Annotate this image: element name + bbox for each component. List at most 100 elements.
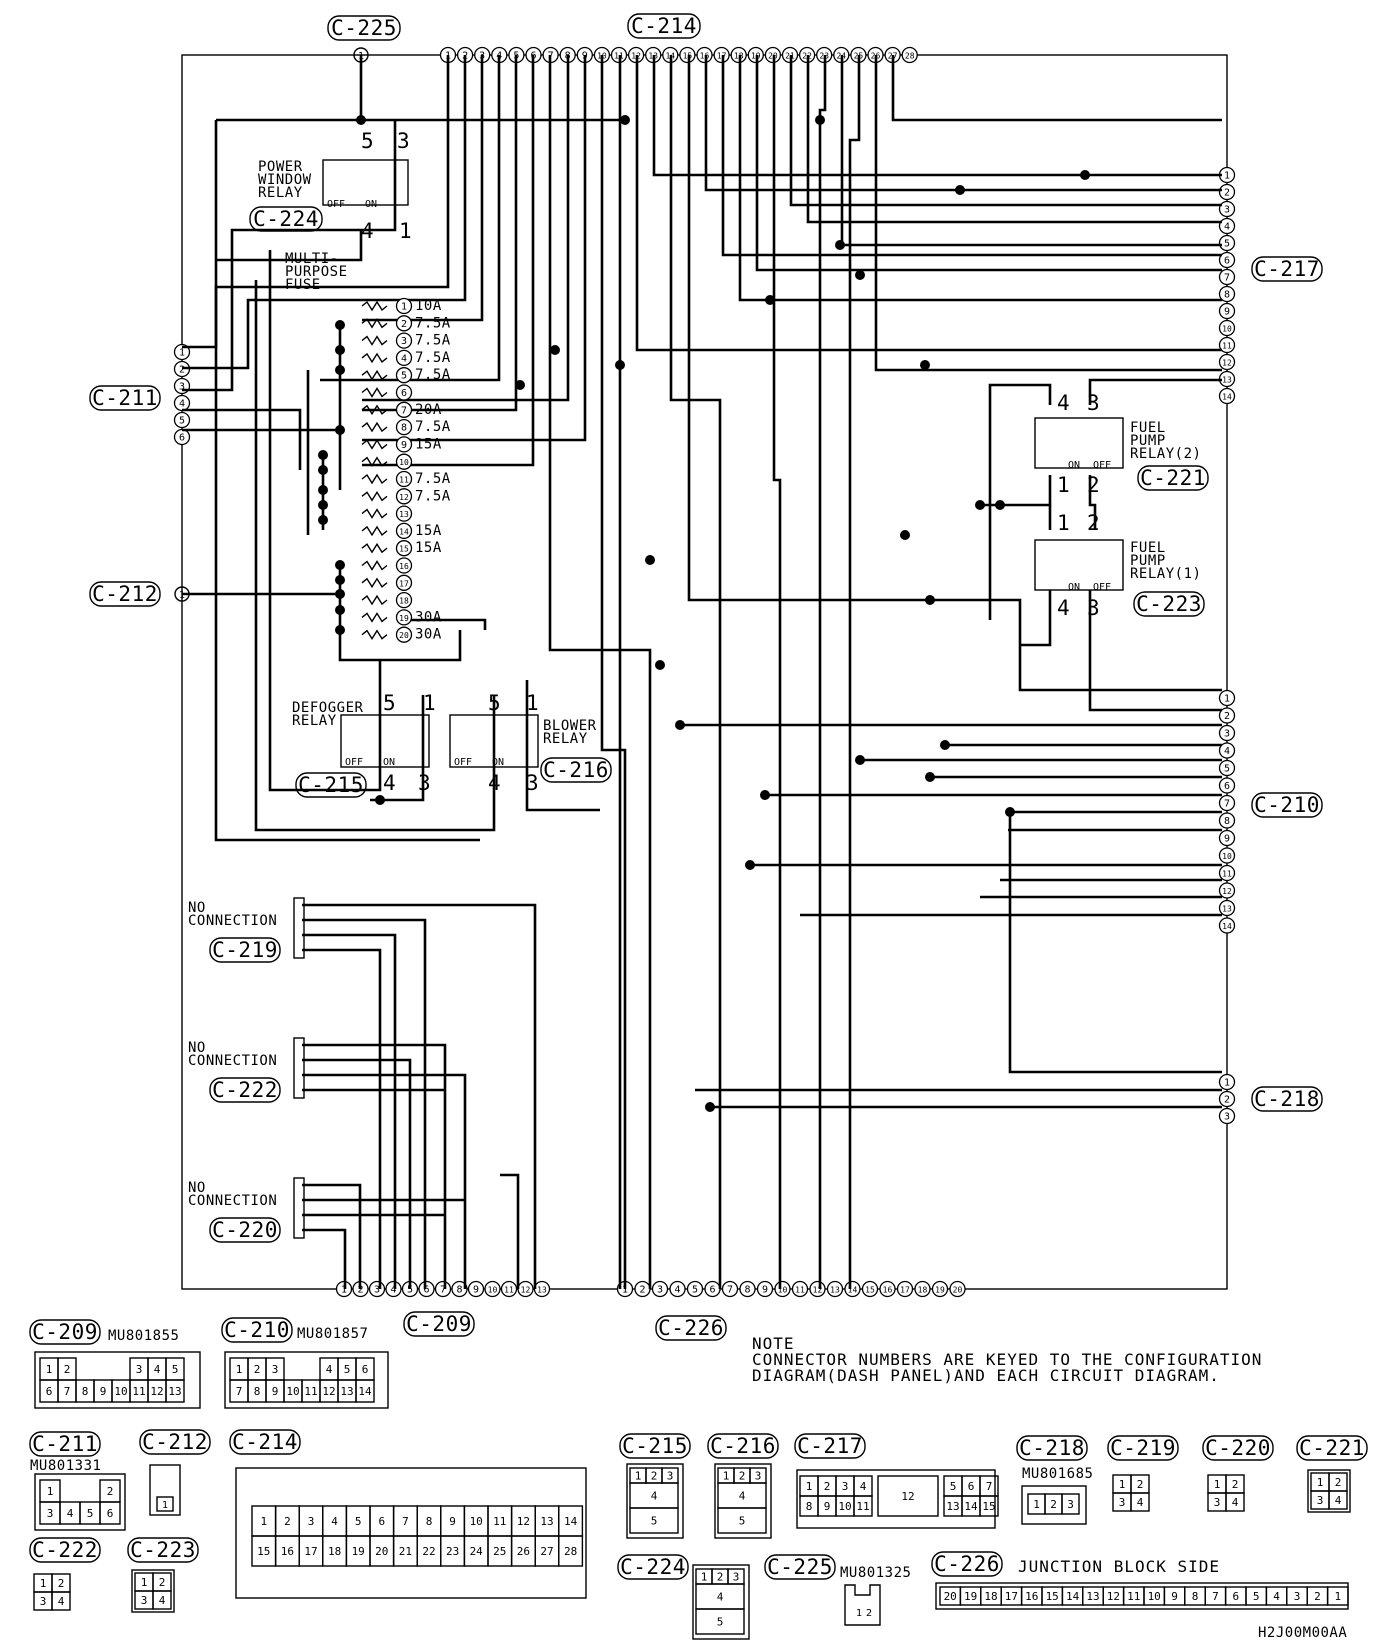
pn-c209: MU801855 (108, 1328, 179, 1344)
c217-pin (1218, 353, 1236, 371)
note-heading: NOTE (752, 1334, 795, 1353)
svg-text:2: 2 (1314, 1590, 1321, 1603)
svg-text:12: 12 (521, 1286, 531, 1295)
svg-text:4: 4 (1335, 1494, 1342, 1507)
c217-pin (1218, 336, 1236, 354)
cavity (1225, 1492, 1245, 1512)
svg-text:5: 5 (1224, 239, 1230, 250)
svg-text:2: 2 (58, 1577, 65, 1590)
svg-text:13: 13 (946, 1500, 959, 1513)
fuse-number (395, 332, 413, 349)
svg-text:3: 3 (842, 1480, 849, 1493)
svg-text:13: 13 (340, 1385, 353, 1398)
svg-text:28: 28 (905, 52, 915, 61)
on-label: ON (365, 199, 377, 210)
c218-label: C-218 (1254, 1087, 1320, 1111)
svg-text:3: 3 (1087, 391, 1100, 415)
svg-text:9: 9 (1171, 1590, 1178, 1603)
svg-text:4: 4 (1232, 1496, 1239, 1509)
c226-pin (949, 1280, 966, 1298)
c210-pin (1218, 882, 1236, 899)
svg-text:1: 1 (179, 348, 185, 359)
nc222-label-2: CONNECTION (188, 1053, 277, 1069)
junction-dot (356, 115, 366, 125)
svg-text:13: 13 (540, 1515, 553, 1528)
defogger-label-2: RELAY (292, 713, 337, 729)
fuse-element (361, 508, 388, 519)
svg-text:26: 26 (517, 1545, 530, 1558)
c209-pin (484, 1280, 501, 1298)
svg-text:22: 22 (422, 1545, 435, 1558)
svg-text:4: 4 (58, 1595, 65, 1608)
nc219-label-1: NO (188, 900, 206, 916)
c210-pin (1218, 777, 1236, 794)
svg-text:1: 1 (236, 1363, 243, 1376)
fuse-element (361, 387, 388, 398)
svg-text:3: 3 (272, 1363, 279, 1376)
svg-text:7: 7 (236, 1385, 243, 1398)
svg-text:5: 5 (739, 1515, 746, 1528)
c226-pin (651, 1280, 669, 1298)
off-label-def: OFF (345, 757, 363, 768)
nc222-label-1: NO (188, 1040, 206, 1056)
c214-pin (679, 46, 696, 64)
svg-text:8: 8 (1192, 1590, 1199, 1603)
svg-text:3: 3 (657, 1285, 663, 1296)
svg-text:2: 2 (401, 319, 407, 330)
svg-text:10: 10 (1148, 1590, 1161, 1603)
junction-dot (1080, 170, 1090, 180)
svg-text:8: 8 (456, 1285, 462, 1296)
fuse-number (395, 367, 413, 384)
svg-text:2: 2 (1232, 1478, 1239, 1491)
svg-text:23: 23 (446, 1545, 459, 1558)
svg-text:5: 5 (692, 1285, 698, 1296)
svg-text:2: 2 (739, 1470, 746, 1483)
svg-text:14: 14 (399, 527, 409, 536)
svg-text:C-226: C-226 (934, 1552, 1000, 1576)
c218-pin (1218, 1090, 1236, 1108)
svg-text:10: 10 (778, 1286, 788, 1295)
svg-text:3: 3 (1224, 729, 1230, 740)
c224-label: C-224 (253, 207, 319, 231)
cavity (717, 1507, 767, 1534)
svg-text:6: 6 (46, 1385, 53, 1398)
c210-pin (1218, 812, 1236, 829)
svg-text:5: 5 (950, 1480, 957, 1493)
junction-dot (940, 740, 950, 750)
svg-text:1: 1 (341, 1285, 347, 1296)
svg-text:14: 14 (1066, 1590, 1080, 1603)
junction-dot (335, 605, 345, 615)
nc220-label-1: NO (188, 1180, 206, 1196)
svg-text:3: 3 (755, 1470, 762, 1483)
c226-pin (686, 1280, 704, 1298)
svg-text:2: 2 (1224, 1095, 1230, 1106)
c217-pin (1218, 285, 1236, 303)
cavity (1130, 1492, 1150, 1512)
c210-pin (1218, 724, 1236, 742)
svg-text:16: 16 (883, 1286, 893, 1295)
cavity (152, 1590, 172, 1610)
fuse-number (395, 418, 413, 436)
svg-text:8: 8 (1224, 816, 1230, 827)
junction-dot (745, 860, 755, 870)
svg-text:1: 1 (162, 1500, 168, 1511)
svg-text:14: 14 (358, 1385, 372, 1398)
junction-dot (335, 560, 345, 570)
c210-label: C-210 (1254, 793, 1320, 817)
svg-text:16: 16 (399, 562, 409, 571)
svg-text:C-217: C-217 (797, 1434, 863, 1458)
svg-text:C-212: C-212 (142, 1430, 208, 1454)
svg-text:9: 9 (272, 1385, 279, 1398)
svg-text:1: 1 (423, 691, 436, 715)
svg-text:12: 12 (901, 1490, 914, 1503)
cavity (1328, 1490, 1348, 1510)
c209-label: C-209 (406, 1312, 472, 1336)
junction-dot (615, 360, 625, 370)
fuse-rating: 7.5A (415, 333, 451, 349)
cavity (629, 1507, 679, 1534)
svg-text:2: 2 (64, 1363, 71, 1376)
